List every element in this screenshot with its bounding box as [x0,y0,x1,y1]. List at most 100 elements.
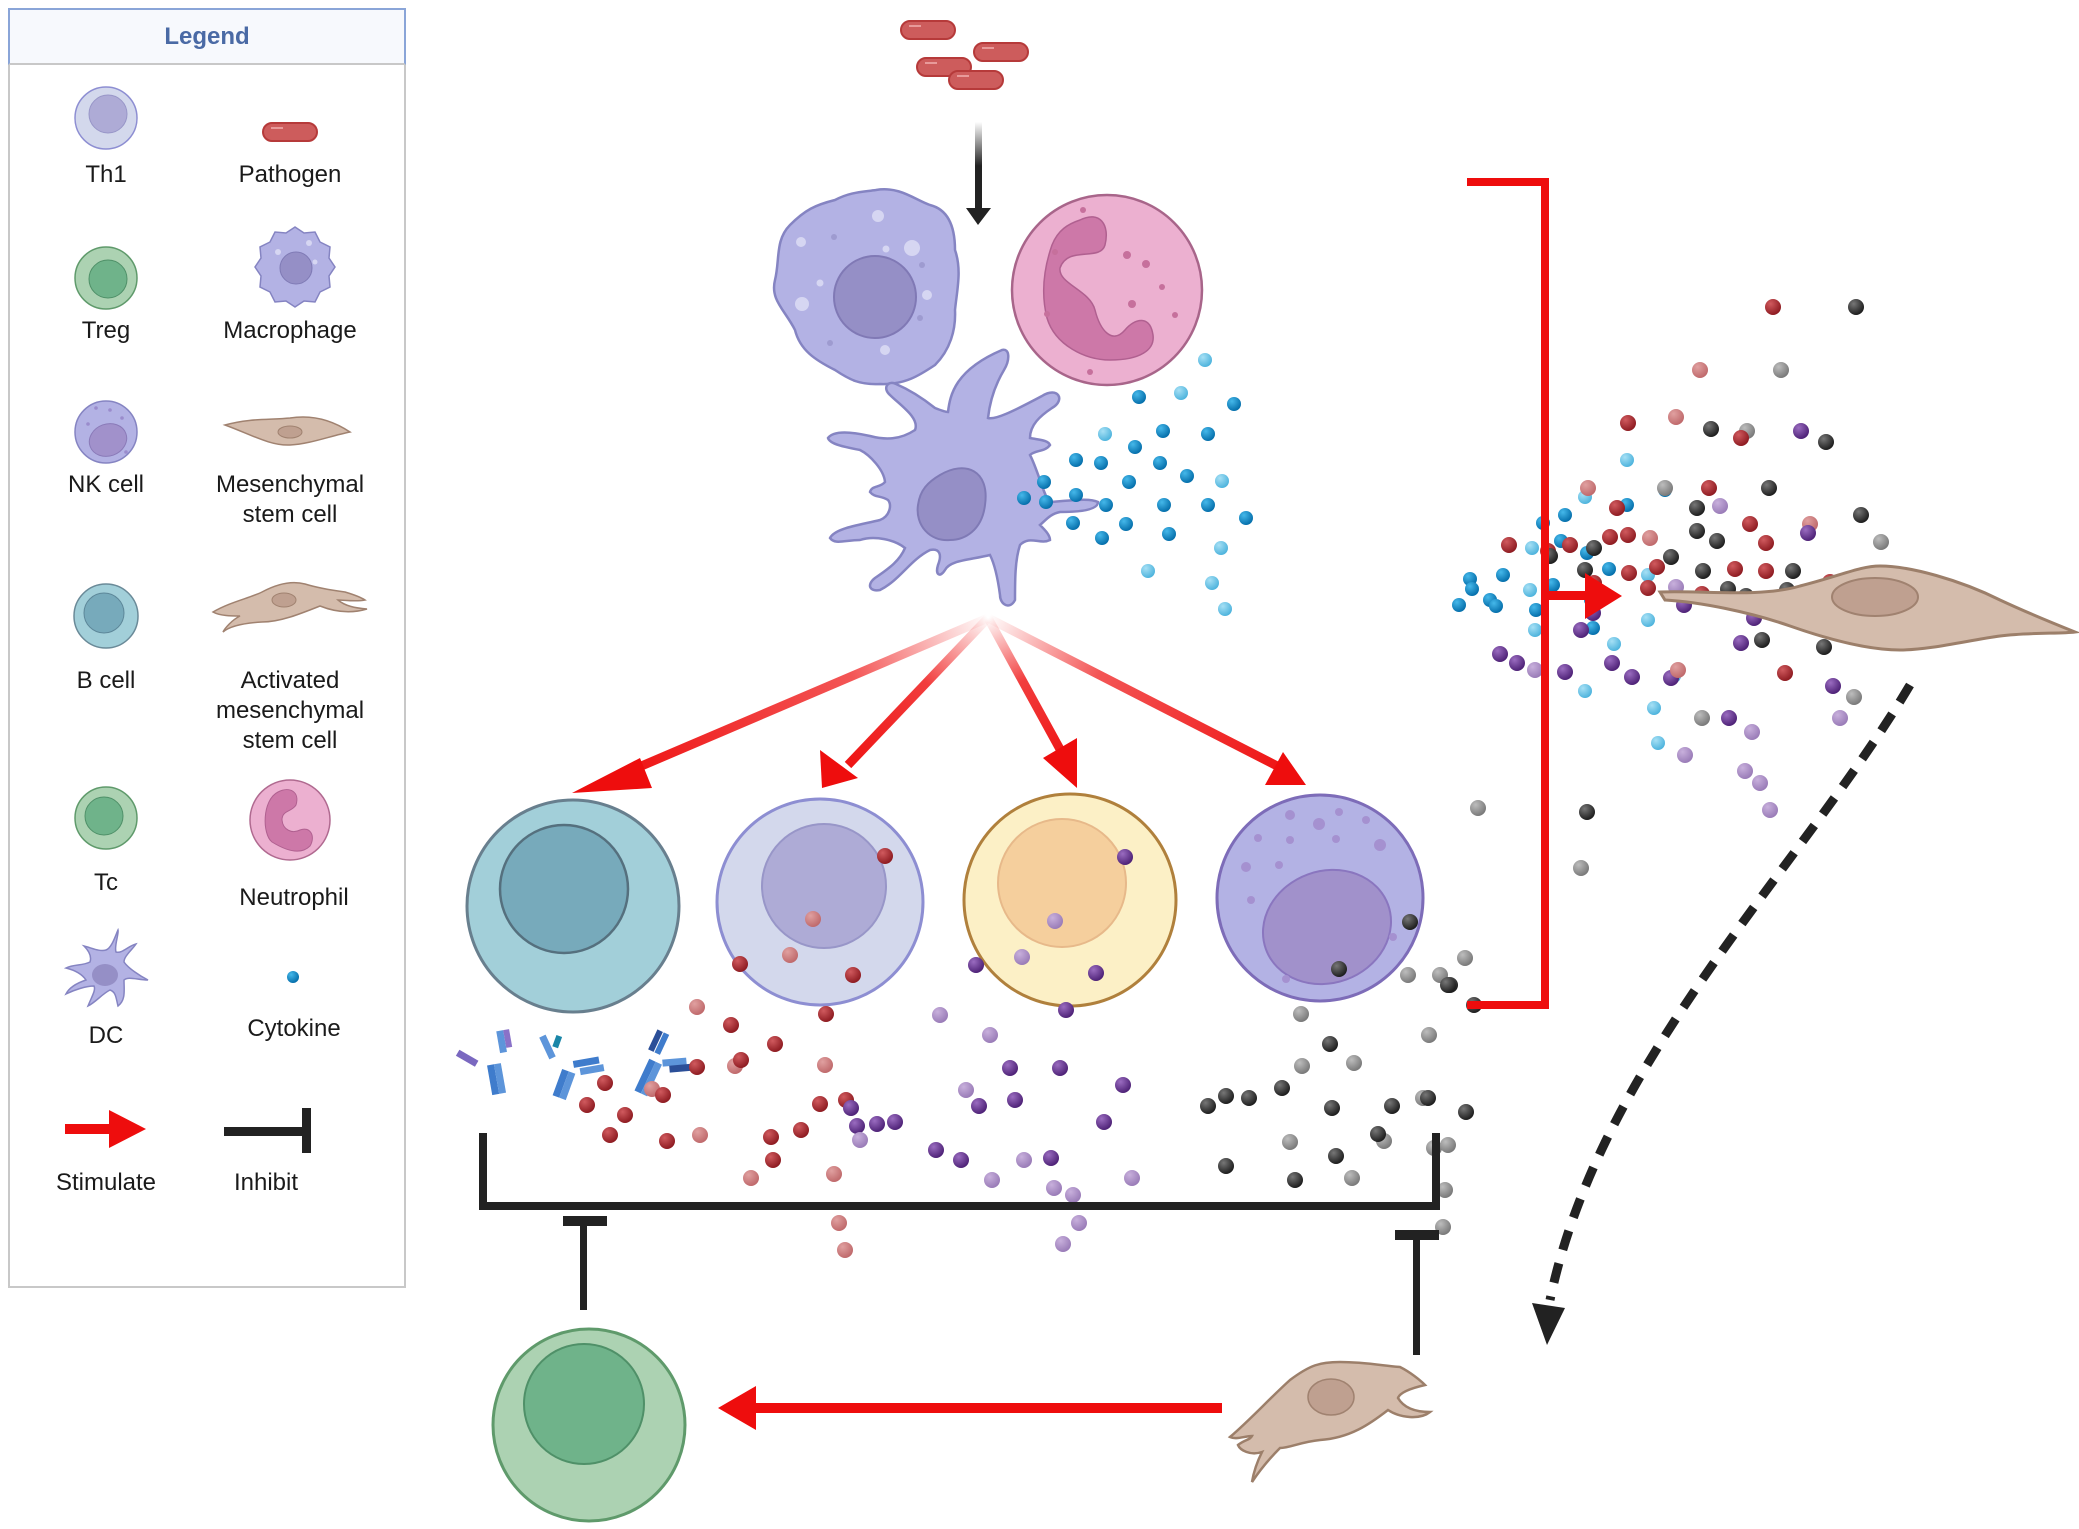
secreted-factor [1294,1058,1310,1074]
cytokine [1641,613,1655,627]
secreted-factor [597,1075,613,1091]
secreted-factor [1853,507,1869,523]
secreted-factor [826,1166,842,1182]
cytokine [1066,516,1080,530]
secreted-factor [1218,1158,1234,1174]
secreted-factor [1762,802,1778,818]
secreted-factor [1765,299,1781,315]
cytokine [1523,583,1537,597]
secreted-factor [1744,724,1760,740]
legend-label-amsc-line1: Activated [240,667,340,694]
cytokine [1098,427,1112,441]
cytokine [1132,390,1146,404]
secreted-factor [1761,480,1777,496]
cytokine [1496,568,1510,582]
cytokine [1162,527,1176,541]
cytokine [1205,576,1219,590]
secreted-factor [1047,913,1063,929]
secreted-factor [617,1107,633,1123]
cytokine [1239,511,1253,525]
cytokine [1153,456,1167,470]
secreted-factor [763,1129,779,1145]
legend-label-inhibit: Inhibit [233,1169,299,1196]
secreted-factor [1624,669,1640,685]
secreted-factor [1492,646,1508,662]
secreted-factor [958,1082,974,1098]
secreted-factor [1758,535,1774,551]
secreted-factor [1200,1098,1216,1114]
secreted-factor [1437,1182,1453,1198]
secreted-factor [831,1215,847,1231]
secreted-factor [1694,710,1710,726]
cytokine-cluster [1017,353,1681,750]
secreted-factor [1117,849,1133,865]
msc-activation-transition-arrow [1532,682,1914,1345]
secreted-factor [1016,1152,1032,1168]
secreted-factor [1620,415,1636,431]
cytokine [1214,541,1228,555]
secreted-factor [928,1142,944,1158]
secreted-factor [1701,480,1717,496]
stimulate-arrow-to-tc [984,615,1071,765]
secreted-factor [1218,1088,1234,1104]
arrowhead-tc [1043,738,1077,788]
treg-cell [491,1327,687,1523]
secreted-factor [1400,967,1416,983]
b-cell [465,798,681,1014]
legend-label-th1: Th1 [85,161,127,188]
secreted-factor [1421,1027,1437,1043]
legend-label-amsc-line2: mesenchymal [215,697,365,724]
secreted-factor [1621,565,1637,581]
cytokine [1180,469,1194,483]
cytokine [1099,498,1113,512]
tc-cell [962,792,1178,1008]
th1-cell [715,797,925,1007]
secreted-factor [1818,434,1834,450]
cytokine [1156,424,1170,438]
secreted-factor [659,1133,675,1149]
secreted-factor [1509,655,1525,671]
secreted-factor [732,956,748,972]
stimulate-arrow-to-bcell [616,613,990,781]
secreted-factor [1287,1172,1303,1188]
secreted-factor [1742,516,1758,532]
secreted-factor [1785,563,1801,579]
secreted-factor [1071,1215,1087,1231]
antibody [455,1029,513,1096]
secreted-factor [1800,525,1816,541]
cytokine [1647,701,1661,715]
secreted-factor [1604,655,1620,671]
secreted-factor [1458,1104,1474,1120]
stimulate-arrows-dc [572,613,1306,793]
cytokine [1620,453,1634,467]
secreted-factor [843,1100,859,1116]
arrowhead-th1 [820,750,858,788]
secreted-factor [1014,949,1030,965]
secreted-factor [689,1059,705,1075]
secreted-factor [812,1096,828,1112]
cytokine [1578,684,1592,698]
legend-label-dc: DC [88,1022,124,1049]
secreted-factor [1733,635,1749,651]
secreted-factor [1602,529,1618,545]
cytokine [1157,498,1171,512]
secreted-factor [869,1116,885,1132]
pathogen-cluster [900,20,1029,90]
legend-title: Legend [8,8,406,65]
dendritic-cell [826,348,1100,607]
secreted-factor [1007,1092,1023,1108]
legend-label-msc-line1: Mesenchymal [215,471,365,498]
secreted-factor [1825,678,1841,694]
secreted-factor [1727,561,1743,577]
secreted-factor [765,1152,781,1168]
secreted-factor [655,1087,671,1103]
secreted-factor [1046,1180,1062,1196]
secreted-factor [782,947,798,963]
secreted-factor [817,1057,833,1073]
secreted-factor [1501,537,1517,553]
cytokine [1546,578,1560,592]
secreted-factor [1440,977,1456,993]
secreted-factor [1384,1098,1400,1114]
secreted-factor [689,999,705,1015]
effector-bracket [479,1133,1440,1210]
